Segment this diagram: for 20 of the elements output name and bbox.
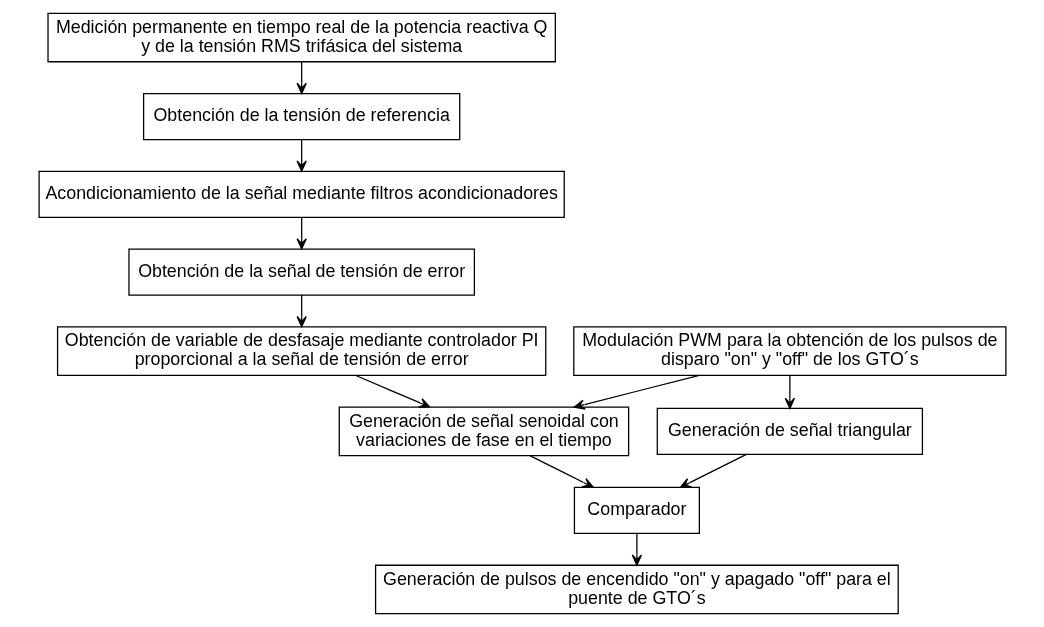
- arrow: [679, 453, 747, 488]
- node-box: Generación de pulsos de encendido "on" y apagado "off" para el puente de GTO´s: [374, 564, 899, 615]
- node-box: Acondicionamiento de la señal mediante filtros acondicionadores: [37, 170, 565, 218]
- arrow: [528, 455, 594, 488]
- arrow: [295, 216, 307, 250]
- node-box: Generación de señal senoidal con variaciones de fase en el tiempo: [338, 406, 629, 457]
- node-box: Obtención de variable de desfasaje mediante controlador PI proporcional a la señal de tensión de error: [56, 326, 546, 376]
- node-box: Obtención de la tensión de referencia: [142, 93, 460, 141]
- arrow: [354, 374, 430, 408]
- arrow: [573, 374, 700, 410]
- node-box: Obtención de la señal de tensión de error: [127, 248, 475, 296]
- node-box: Comparador: [573, 486, 700, 534]
- arrow: [295, 138, 307, 172]
- node-box: Medición permanente en tiempo real de la potencia reactiva Q y de la tensión RMS trifásica del sistema: [46, 12, 556, 63]
- arrow: [784, 375, 795, 410]
- arrow: [295, 61, 307, 95]
- node-box: Modulación PWM para la obtención de los pulsos de disparo "on" y "off" de los GTO´s: [572, 326, 1007, 376]
- node-box: Generación de señal triangular: [656, 407, 923, 455]
- arrow: [295, 294, 307, 328]
- arrow: [631, 532, 642, 566]
